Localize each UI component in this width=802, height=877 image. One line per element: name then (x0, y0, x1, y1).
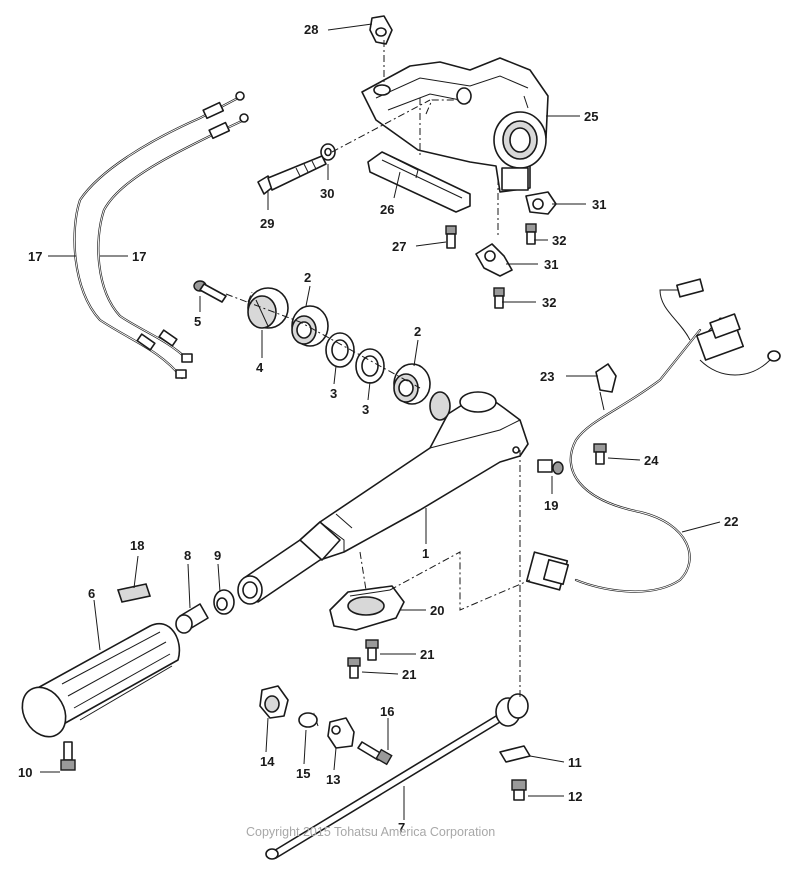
callout-32-lower: 32 (542, 295, 556, 310)
callout-28: 28 (304, 22, 318, 37)
callout-31-upper: 31 (592, 197, 606, 212)
callout-8: 8 (184, 548, 191, 563)
callout-3-right: 3 (362, 402, 369, 417)
callout-31-lower: 31 (544, 257, 558, 272)
part-29-bolt[interactable] (257, 155, 327, 195)
assembly-lines (225, 40, 531, 700)
part-9-collar[interactable] (213, 589, 235, 615)
part-1-tiller-handle[interactable] (237, 391, 529, 605)
callout-32-upper: 32 (552, 233, 566, 248)
callout-16: 16 (380, 704, 394, 719)
part-30-washer[interactable] (320, 143, 336, 161)
callout-25: 25 (584, 109, 598, 124)
callout-5: 5 (194, 314, 201, 329)
callout-11: 11 (568, 755, 582, 770)
part-32-screw-upper[interactable] (525, 223, 537, 245)
part-2-bushing-right[interactable] (393, 363, 431, 405)
callout-4: 4 (256, 360, 264, 375)
callout-2-right: 2 (414, 324, 421, 339)
part-22-wire-harness[interactable] (525, 278, 781, 593)
callout-2-left: 2 (304, 270, 311, 285)
part-6-grip[interactable] (14, 623, 181, 745)
callout-30: 30 (320, 186, 334, 201)
callout-7: 7 (398, 820, 405, 835)
part-20-cover[interactable] (329, 585, 405, 631)
callout-23: 23 (540, 369, 554, 384)
part-2-bushing-left[interactable] (291, 305, 329, 347)
callout-21-lower: 21 (402, 667, 416, 682)
part-15-spring[interactable] (298, 712, 319, 728)
callout-3-left: 3 (330, 386, 337, 401)
callout-17-right: 17 (132, 249, 146, 264)
part-31-clamp-lower[interactable] (475, 243, 513, 277)
part-23-clamp[interactable] (595, 363, 617, 393)
callout-labels: 28 25 30 29 26 27 31 31 32 32 17 17 5 2 … (18, 22, 738, 835)
part-24-screw[interactable] (593, 443, 607, 465)
callout-9: 9 (214, 548, 221, 563)
callout-18: 18 (130, 538, 144, 553)
part-7-rod[interactable] (265, 693, 529, 860)
part-26-plate[interactable] (367, 151, 471, 213)
callout-10: 10 (18, 765, 32, 780)
part-19-switch[interactable] (537, 459, 564, 475)
part-4-cap[interactable] (247, 287, 289, 329)
callout-6: 6 (88, 586, 95, 601)
part-27-screw[interactable] (445, 225, 457, 249)
callout-13: 13 (326, 772, 340, 787)
callout-1: 1 (422, 546, 429, 561)
callout-20: 20 (430, 603, 444, 618)
callout-29: 29 (260, 216, 274, 231)
callout-14: 14 (260, 754, 275, 769)
part-8-shaft[interactable] (175, 603, 209, 634)
part-28-clip[interactable] (369, 15, 393, 45)
callout-24: 24 (644, 453, 659, 468)
callout-26: 26 (380, 202, 394, 217)
part-17-cables[interactable] (73, 91, 249, 380)
part-3-washer-left[interactable] (325, 332, 355, 368)
part-32-screw-lower[interactable] (493, 287, 505, 309)
leader-lines (40, 23, 721, 820)
part-10-screw[interactable] (60, 741, 76, 771)
copyright-notice: Copyright 2015 Tohatsu America Corporati… (246, 825, 495, 839)
part-14-knob[interactable] (259, 685, 289, 719)
callout-27: 27 (392, 239, 406, 254)
callout-17-left: 17 (28, 249, 42, 264)
callout-12: 12 (568, 789, 582, 804)
callout-22: 22 (724, 514, 738, 529)
part-11-plate[interactable] (499, 745, 531, 763)
part-16-bolt[interactable] (357, 741, 393, 766)
part-3-washer-right[interactable] (355, 348, 385, 384)
part-12-screw[interactable] (511, 779, 527, 801)
part-13-block[interactable] (327, 717, 355, 749)
callout-15: 15 (296, 766, 310, 781)
part-18-label[interactable] (116, 583, 152, 603)
part-31-clamp-upper[interactable] (525, 191, 557, 215)
part-25-bracket[interactable] (361, 57, 549, 193)
part-21-screw-lower[interactable] (347, 657, 361, 679)
part-5-screw[interactable] (193, 280, 227, 303)
callout-21-upper: 21 (420, 647, 434, 662)
part-21-screw-upper[interactable] (365, 639, 379, 661)
callout-19: 19 (544, 498, 558, 513)
